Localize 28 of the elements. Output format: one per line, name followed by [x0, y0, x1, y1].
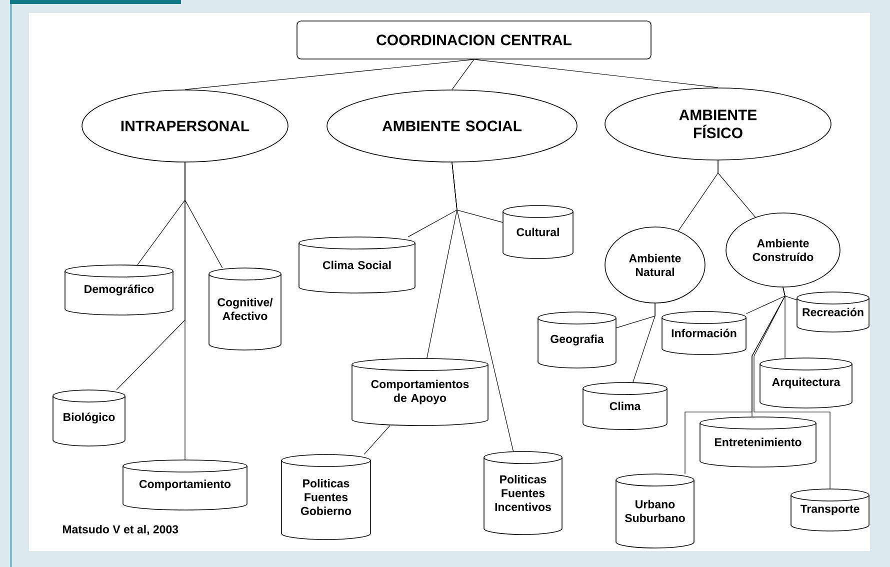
connector-line — [184, 59, 474, 90]
cylinder: Clima Social — [298, 236, 416, 294]
citation-text: Matsudo V et al, 2003 — [62, 524, 178, 536]
cylinder: Arquitectura — [760, 358, 852, 408]
cylinder: Geografia — [538, 312, 616, 368]
cylinder: Demográfico — [64, 264, 174, 316]
cylinder: Comportamiento — [122, 460, 248, 510]
rounded-box: COORDINACION CENTRAL — [296, 20, 652, 60]
connector-line — [452, 162, 514, 452]
connector-line — [718, 160, 756, 218]
cylinder: Recreación — [796, 292, 870, 332]
cylinder: Clima — [582, 382, 668, 430]
connector-line — [474, 59, 718, 88]
connector-line — [632, 303, 656, 383]
connector-line — [364, 425, 390, 455]
connector-line — [184, 162, 186, 460]
cylinder: Comportamientos de Apoyo — [352, 358, 488, 426]
cylinder: Urbano Suburbano — [616, 474, 694, 548]
connector-line — [452, 59, 474, 90]
cylinder: Biológico — [52, 390, 126, 446]
cylinder: Cultural — [502, 205, 574, 259]
cylinder: Entretenimiento — [700, 416, 816, 468]
cylinder: Información — [662, 311, 746, 355]
cylinder: Cognitive/ Afectivo — [208, 268, 282, 350]
cylinder: Transporte — [790, 488, 870, 532]
cylinder: Politicas Fuentes Gobierno — [281, 454, 371, 540]
cylinder: Politicas Fuentes Incentivos — [484, 451, 562, 535]
connector-line — [754, 287, 830, 490]
